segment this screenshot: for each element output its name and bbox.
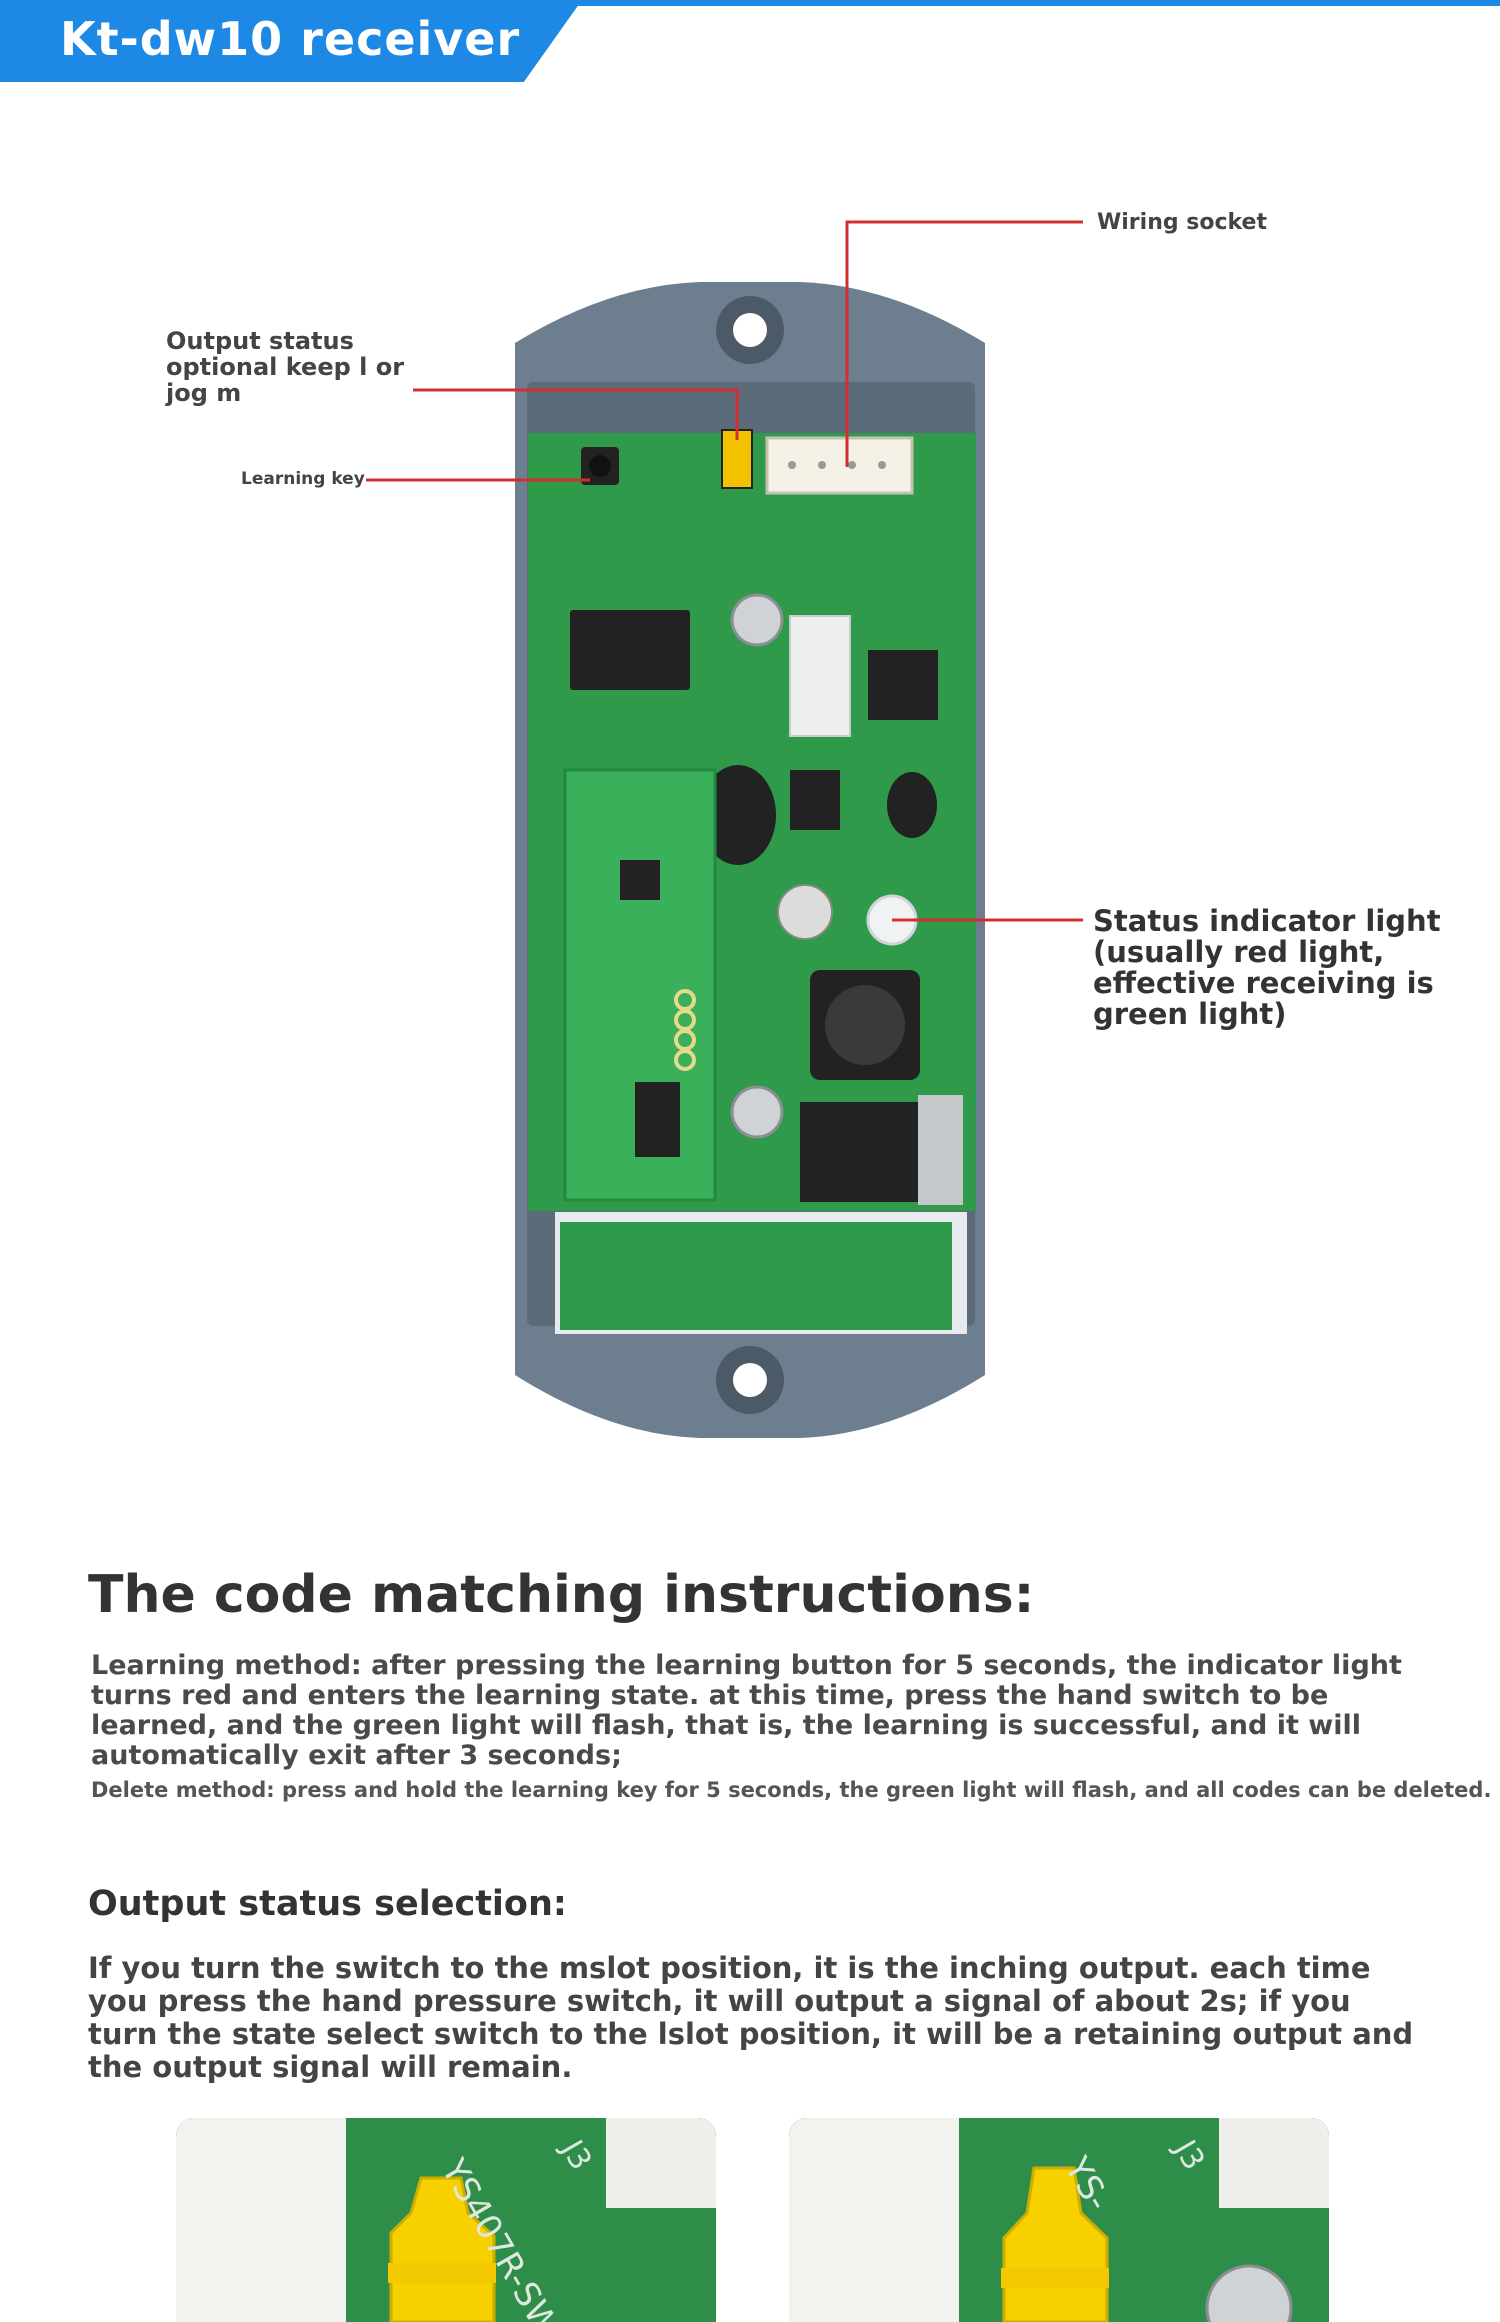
output-status-text: If you turn the switch to the mslot posi… [88, 1951, 1414, 2084]
relay [570, 610, 690, 690]
switch-photo-left: YS407R-SWH J3 [176, 2118, 716, 2322]
header-rule [0, 0, 1500, 6]
leader-wiring-socket [845, 220, 1083, 467]
learning-method-text: Learning method: after pressing the lear… [91, 1650, 1402, 1771]
receiver-diagram: Wiring socket Output status optional kee… [166, 210, 1441, 1438]
code-matching-heading: The code matching instructions: [88, 1565, 1035, 1625]
switch-photo-right: YS- J3 [789, 2118, 1329, 2322]
output-status-heading: Output status selection: [88, 1884, 567, 1924]
wiring-socket-label: Wiring socket [1097, 210, 1267, 235]
mount-hole-top [733, 313, 767, 347]
output-status-label: Output status optional keep l or jog m [166, 327, 405, 407]
capacitor-100uf [777, 884, 833, 940]
yellow-jumper-switch [389, 2176, 496, 2322]
status-indicator-label: Status indicator light (usually red ligh… [1093, 904, 1441, 1031]
header-banner [0, 0, 582, 82]
delete-method-text: Delete method: press and hold the learni… [91, 1778, 1492, 1802]
page-title: Kt-dw10 receiver [60, 12, 521, 66]
learning-key-label: Learning key [241, 469, 365, 489]
receiver-board-image [366, 220, 1083, 1438]
mount-hole-bottom [733, 1363, 767, 1397]
leader-output-status [413, 388, 739, 440]
